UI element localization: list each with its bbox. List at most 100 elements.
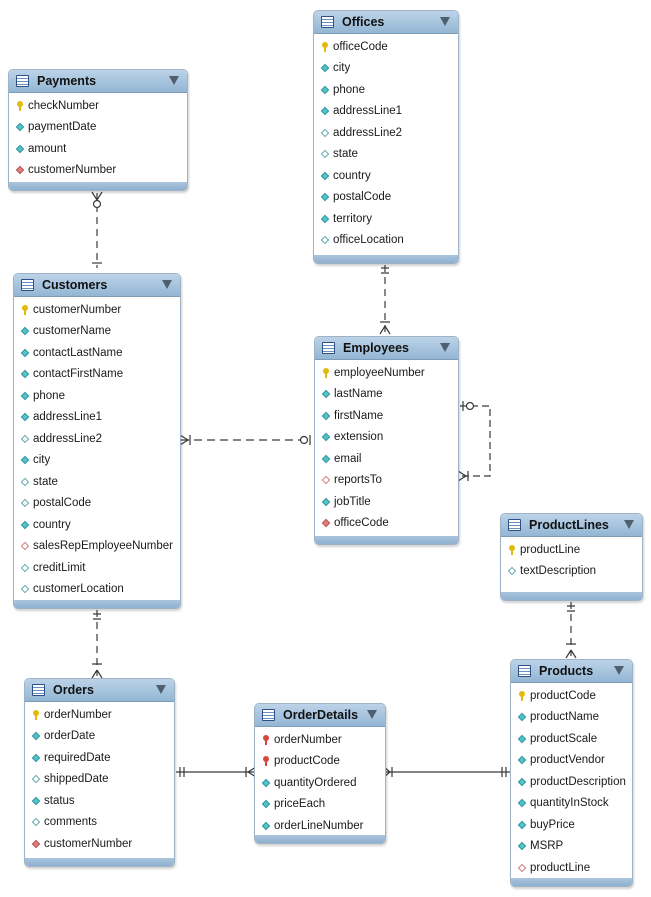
table-column[interactable]: addressLine1 [14,407,180,429]
table-column[interactable]: postalCode [14,493,180,515]
collapse-arrow-icon[interactable] [169,76,179,85]
table-column[interactable]: officeCode [314,36,458,58]
table-column[interactable]: buyPrice [511,814,632,836]
table-column[interactable]: orderNumber [255,729,385,751]
table-header[interactable]: OrderDetails [255,704,385,727]
table-column[interactable]: orderNumber [25,704,174,726]
table-header[interactable]: Employees [315,337,458,360]
table-column[interactable]: reportsTo [315,470,458,492]
column-name: jobTitle [334,495,371,508]
nullable-foreign-key-icon [517,863,527,873]
collapse-arrow-icon[interactable] [156,685,166,694]
table-header[interactable]: Customers [14,274,180,297]
table-column[interactable]: postalCode [314,187,458,209]
foreign-key-icon [31,839,41,849]
table-column[interactable]: status [25,790,174,812]
table-column[interactable]: amount [9,138,187,160]
table-column[interactable]: city [14,450,180,472]
table-column[interactable]: requiredDate [25,747,174,769]
table-column[interactable]: customerName [14,321,180,343]
table-column[interactable]: productCode [511,685,632,707]
table-column[interactable]: country [14,514,180,536]
table-column[interactable]: priceEach [255,794,385,816]
table-column[interactable]: firstName [315,405,458,427]
table-column[interactable]: shippedDate [25,769,174,791]
table-column[interactable]: paymentDate [9,117,187,139]
table-column[interactable]: officeCode [315,513,458,535]
table-column[interactable]: salesRepEmployeeNumber [14,536,180,558]
table-column[interactable]: territory [314,208,458,230]
table-column[interactable]: state [14,471,180,493]
table-column[interactable]: lastName [315,384,458,406]
table-column[interactable]: productScale [511,728,632,750]
table-column[interactable]: officeLocation [314,230,458,252]
table-column[interactable]: customerLocation [14,579,180,601]
table-column[interactable]: state [314,144,458,166]
table-column[interactable]: productLine [511,857,632,879]
table-column[interactable]: contactLastName [14,342,180,364]
table-column[interactable]: employeeNumber [315,362,458,384]
table-column[interactable]: country [314,165,458,187]
column-name: productScale [530,732,598,745]
table-column[interactable]: customerNumber [14,299,180,321]
table-header[interactable]: ProductLines [501,514,642,537]
table-column[interactable]: orderLineNumber [255,815,385,837]
table-column[interactable]: quantityInStock [511,793,632,815]
table-column[interactable]: creditLimit [14,557,180,579]
table-column[interactable]: phone [14,385,180,407]
collapse-arrow-icon[interactable] [624,520,634,529]
table-column[interactable]: email [315,448,458,470]
table-header[interactable]: Payments [9,70,187,93]
table-column[interactable]: orderDate [25,726,174,748]
table-column[interactable]: comments [25,812,174,834]
primary-foreign-key-icon [261,756,271,767]
table-column[interactable]: productVendor [511,750,632,772]
column-icon [20,520,30,530]
table-column[interactable]: productDescription [511,771,632,793]
nullable-column-icon [20,434,30,444]
collapse-arrow-icon[interactable] [440,343,450,352]
table-column[interactable]: jobTitle [315,491,458,513]
table-name: Offices [342,15,385,29]
table-column[interactable]: customerNumber [25,833,174,855]
table-employees[interactable]: Employees employeeNumber lastName firstNam… [314,336,459,545]
table-column[interactable]: addressLine1 [314,101,458,123]
table-column[interactable]: textDescription [501,561,642,583]
collapse-arrow-icon[interactable] [162,280,172,289]
column-name: lastName [334,388,383,401]
table-header[interactable]: Orders [25,679,174,702]
table-column[interactable]: checkNumber [9,95,187,117]
primary-key-icon [20,304,30,315]
table-column[interactable]: customerNumber [9,160,187,182]
table-column[interactable]: addressLine2 [14,428,180,450]
table-column[interactable]: addressLine2 [314,122,458,144]
collapse-arrow-icon[interactable] [614,666,624,675]
column-icon [20,391,30,401]
table-column[interactable]: productLine [501,539,642,561]
collapse-arrow-icon[interactable] [440,17,450,26]
table-header[interactable]: Offices [314,11,458,34]
column-name: productDescription [530,775,626,788]
table-column[interactable]: productName [511,707,632,729]
table-column[interactable]: quantityOrdered [255,772,385,794]
table-column[interactable]: extension [315,427,458,449]
table-column[interactable]: MSRP [511,836,632,858]
table-column[interactable]: city [314,58,458,80]
column-name: firstName [334,409,384,422]
table-column[interactable]: contactFirstName [14,364,180,386]
table-column[interactable]: phone [314,79,458,101]
collapse-arrow-icon[interactable] [367,710,377,719]
table-header[interactable]: Products [511,660,632,683]
primary-key-icon [15,100,25,111]
table-column[interactable]: productCode [255,751,385,773]
